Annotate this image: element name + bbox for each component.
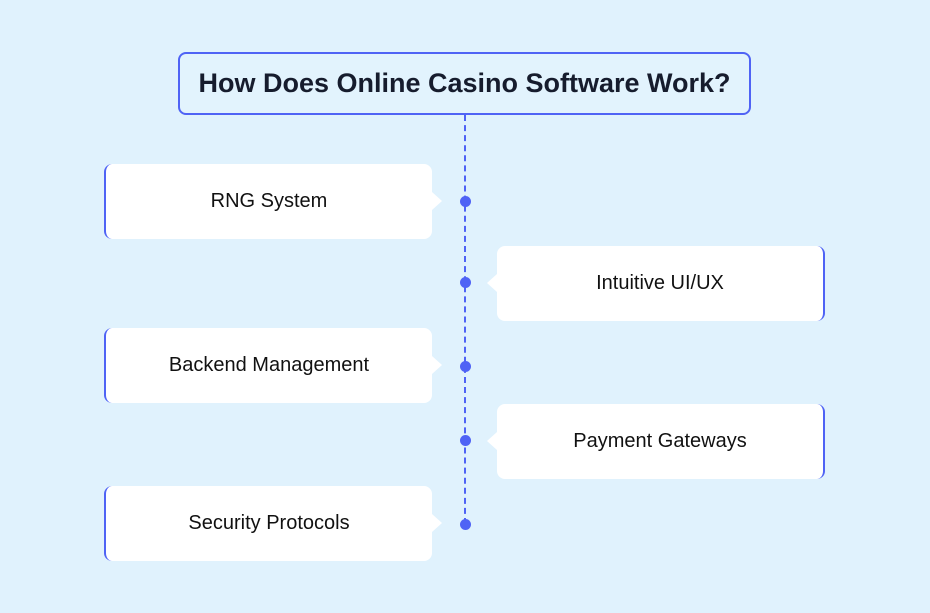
timeline-connector bbox=[464, 115, 466, 524]
timeline-dot bbox=[460, 519, 471, 530]
timeline-dot bbox=[460, 361, 471, 372]
timeline-dot bbox=[460, 196, 471, 207]
step-box-intuitive-ui-ux: Intuitive UI/UX bbox=[487, 246, 825, 321]
step-box-security-protocols: Security Protocols bbox=[104, 486, 442, 561]
step-box-rng-system: RNG System bbox=[104, 164, 442, 239]
step-box-backend-management: Backend Management bbox=[104, 328, 442, 403]
diagram-title: How Does Online Casino Software Work? bbox=[178, 52, 751, 115]
timeline-dot bbox=[460, 435, 471, 446]
step-box-payment-gateways: Payment Gateways bbox=[487, 404, 825, 479]
timeline-dot bbox=[460, 277, 471, 288]
